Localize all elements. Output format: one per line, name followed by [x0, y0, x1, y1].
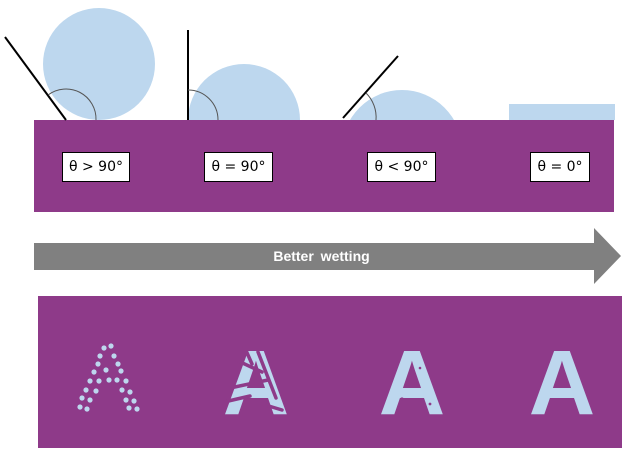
angle-arc-3 [365, 92, 377, 121]
print-sample-mostly-filled: A [379, 332, 445, 434]
substrate-bottom [38, 296, 622, 448]
tangent-line-3 [342, 55, 399, 119]
angle-arc-1 [47, 88, 97, 121]
print-sample-dotted [77, 343, 140, 412]
better-wetting-label: Better wetting [273, 248, 370, 264]
angle-arc-2 [187, 89, 219, 121]
print-sample-broken: A [222, 332, 289, 434]
contact-angle-label-1: θ > 90° [62, 152, 130, 182]
droplet-high-contact-angle [43, 8, 155, 120]
contact-angle-markers [4, 30, 399, 121]
contact-angle-label-4: θ = 0° [530, 152, 590, 182]
contact-angle-label-3: θ < 90° [367, 152, 436, 182]
print-sample-mostly-filled-glyph: A [379, 332, 445, 434]
print-sample-solid: A [529, 332, 595, 434]
tangent-line-1 [4, 36, 67, 121]
droplet-right-contact-angle [188, 64, 300, 120]
print-sample-solid-glyph: A [529, 332, 595, 434]
better-wetting-arrow [34, 228, 621, 284]
droplet-film [509, 104, 615, 120]
substrate-top [34, 120, 614, 212]
contact-angle-label-2: θ = 90° [204, 152, 273, 182]
